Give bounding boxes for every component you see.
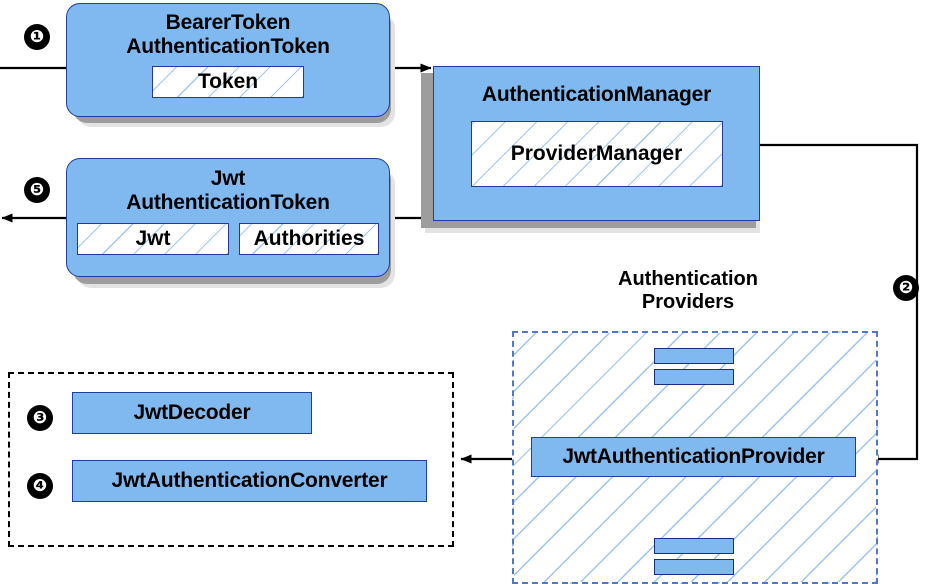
node-jwt-authentication-token[interactable]: Jwt AuthenticationToken Jwt Authorities [66,158,390,277]
jwt-decoder-title: JwtDecoder [133,401,251,425]
provider-bar-bottom-1 [654,538,734,554]
step-badge-2: ❷ [893,275,919,301]
provider-bar-top-2 [654,369,734,385]
slot-authorities: Authorities [239,223,379,256]
step-badge-1: ❶ [24,24,50,50]
node-jwt-decoder[interactable]: JwtDecoder [72,392,312,434]
slot-authorities-label: Authorities [253,227,365,251]
node-jwt-authentication-converter[interactable]: JwtAuthenticationConverter [72,460,427,502]
jwt-authentication-converter-title: JwtAuthenticationConverter [111,469,388,493]
authentication-manager-title: AuthenticationManager [481,83,712,106]
step-badge-3: ❸ [27,405,53,431]
slot-jwt: Jwt [77,223,229,256]
connector-manager-to-provider [760,143,919,464]
node-bearer-token-authentication-token[interactable]: BearerToken AuthenticationToken Token [66,3,390,117]
step-badge-4: ❹ [27,473,53,499]
authentication-providers-caption: Authentication Providers [618,268,758,313]
provider-bar-top-1 [654,348,734,364]
jwt-token-title: Jwt AuthenticationToken [126,167,330,214]
bearer-token-title: BearerToken AuthenticationToken [126,11,330,58]
slot-token-label: Token [197,70,259,94]
jwt-authentication-provider-title: JwtAuthenticationProvider [562,445,825,469]
jwt-token-slot-row: Jwt Authorities [77,223,379,256]
slot-jwt-label: Jwt [135,227,171,251]
node-authentication-manager[interactable]: AuthenticationManager ProviderManager [433,66,760,221]
provider-bar-bottom-2 [654,559,734,575]
slot-provider-manager-label: ProviderManager [510,141,683,165]
slot-provider-manager: ProviderManager [470,120,723,187]
slot-token: Token [152,66,304,99]
step-badge-5: ❺ [24,177,50,203]
node-jwt-authentication-provider[interactable]: JwtAuthenticationProvider [531,437,856,477]
